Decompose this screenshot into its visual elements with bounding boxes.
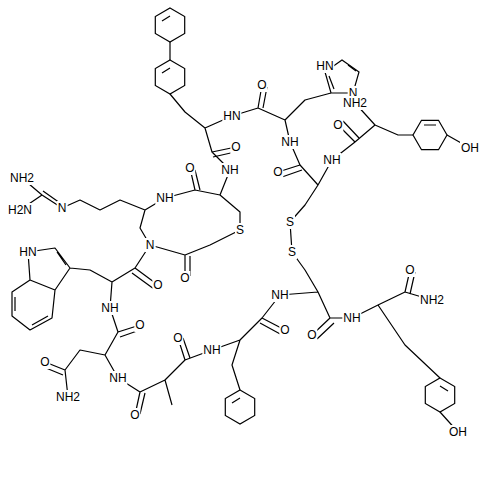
- atom-label: O: [272, 165, 283, 179]
- atom-label: NH: [322, 153, 341, 167]
- atom-label: O: [152, 278, 163, 292]
- atom-label: O: [134, 318, 145, 332]
- atom-label: S: [287, 245, 297, 259]
- aromatic-rings: [155, 8, 454, 424]
- atom-label: N: [57, 201, 68, 215]
- atom-label: NH2: [55, 390, 81, 404]
- atom-label: OH: [460, 141, 480, 155]
- atom-label: O: [306, 328, 317, 342]
- double-bond-lines: [43, 87, 415, 414]
- atom-label: O: [256, 78, 267, 92]
- atom-label: NH: [220, 163, 239, 177]
- atom-label: H2N: [7, 203, 33, 217]
- atom-label: S: [235, 223, 245, 237]
- atom-label: HN: [222, 109, 241, 123]
- atom-label: NH2: [419, 293, 445, 307]
- atom-label: NH: [202, 343, 221, 357]
- atom-label: NH: [100, 301, 119, 315]
- atom-label: O: [279, 323, 290, 337]
- single-bonds: [12, 42, 470, 432]
- atom-label: O: [230, 140, 241, 154]
- atom-label: O: [129, 408, 140, 422]
- atom-label: NH: [108, 371, 127, 385]
- atom-label: O: [404, 263, 415, 277]
- atom-label: O: [332, 118, 343, 132]
- atom-label: O: [172, 331, 183, 345]
- atom-label: N: [145, 238, 156, 252]
- atom-label: O: [179, 271, 190, 285]
- atom-label: OH: [448, 425, 468, 439]
- atom-label: NH: [155, 191, 174, 205]
- atom-label: O: [184, 161, 195, 175]
- atom-label: S: [285, 215, 295, 229]
- atom-label: NH: [270, 288, 289, 302]
- atom-label: NH2: [342, 96, 368, 110]
- atom-label: NH2: [9, 171, 35, 185]
- atom-label: HN: [18, 245, 37, 259]
- atom-label: NH: [342, 311, 361, 325]
- atom-label: HN: [315, 59, 334, 73]
- atom-label: O: [39, 355, 50, 369]
- atom-label: NH: [280, 135, 299, 149]
